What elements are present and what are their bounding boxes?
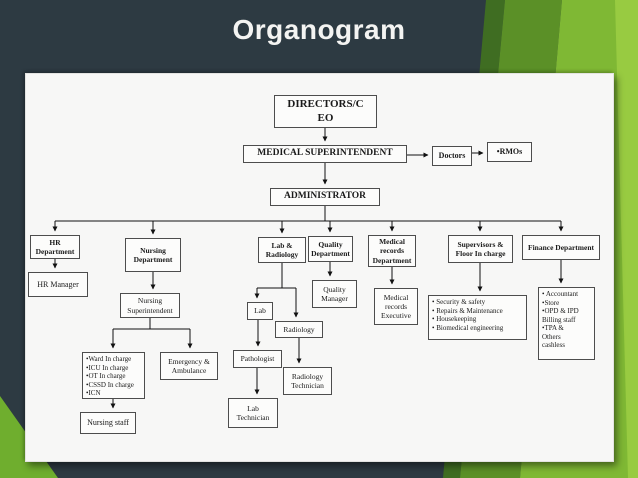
- slide-title: Organogram: [232, 14, 406, 45]
- org-node-quality-manager: Quality Manager: [312, 280, 357, 308]
- org-node-lab-radiology: Lab & Radiology: [258, 237, 306, 263]
- org-node-nursing-staff: Nursing staff: [80, 412, 136, 434]
- org-node-emergency-ambulance: Emergency & Ambulance: [160, 352, 218, 380]
- org-node-quality-department: Quality Department: [308, 236, 353, 262]
- org-node-supervisors-floor-incharge: Supervisors & Floor In charge: [448, 235, 513, 263]
- org-node-medical-superintendent: MEDICAL SUPERINTENDENT: [243, 145, 407, 163]
- org-node-medical-records-department: Medical records Department: [368, 235, 416, 267]
- org-node-supervisors-list: • Security & safety • Repairs & Maintena…: [428, 295, 527, 340]
- org-chart-panel: [25, 73, 614, 462]
- org-node-radiology-technician: Radiology Technician: [283, 367, 332, 395]
- org-node-hr-manager: HR Manager: [28, 272, 88, 297]
- org-node-nursing-superintendent: Nursing Superintendent: [120, 293, 180, 318]
- org-node-lab: Lab: [247, 302, 273, 320]
- org-node-pathologist: Pathologist: [233, 350, 282, 368]
- org-node-rmos: •RMOs: [487, 142, 532, 162]
- org-node-finance-department: Finance Department: [522, 235, 600, 260]
- org-node-hr-department: HR Department: [30, 235, 80, 259]
- org-node-ward-incharge-list: •Ward In charge •ICU In charge •OT In ch…: [82, 352, 145, 399]
- org-node-doctors: Doctors: [432, 146, 472, 166]
- org-node-medical-records-executive: Medical records Executive: [374, 288, 418, 325]
- org-node-lab-technician: Lab Technician: [228, 398, 278, 428]
- org-node-radiology: Radiology: [275, 321, 323, 338]
- org-node-nursing-department: Nursing Department: [125, 238, 181, 272]
- org-node-directors-ceo: DIRECTORS/C EO: [274, 95, 377, 128]
- org-node-administrator: ADMINISTRATOR: [270, 188, 380, 206]
- org-node-finance-list: • Accountant •Store •OPD & IPD Billing s…: [538, 287, 595, 360]
